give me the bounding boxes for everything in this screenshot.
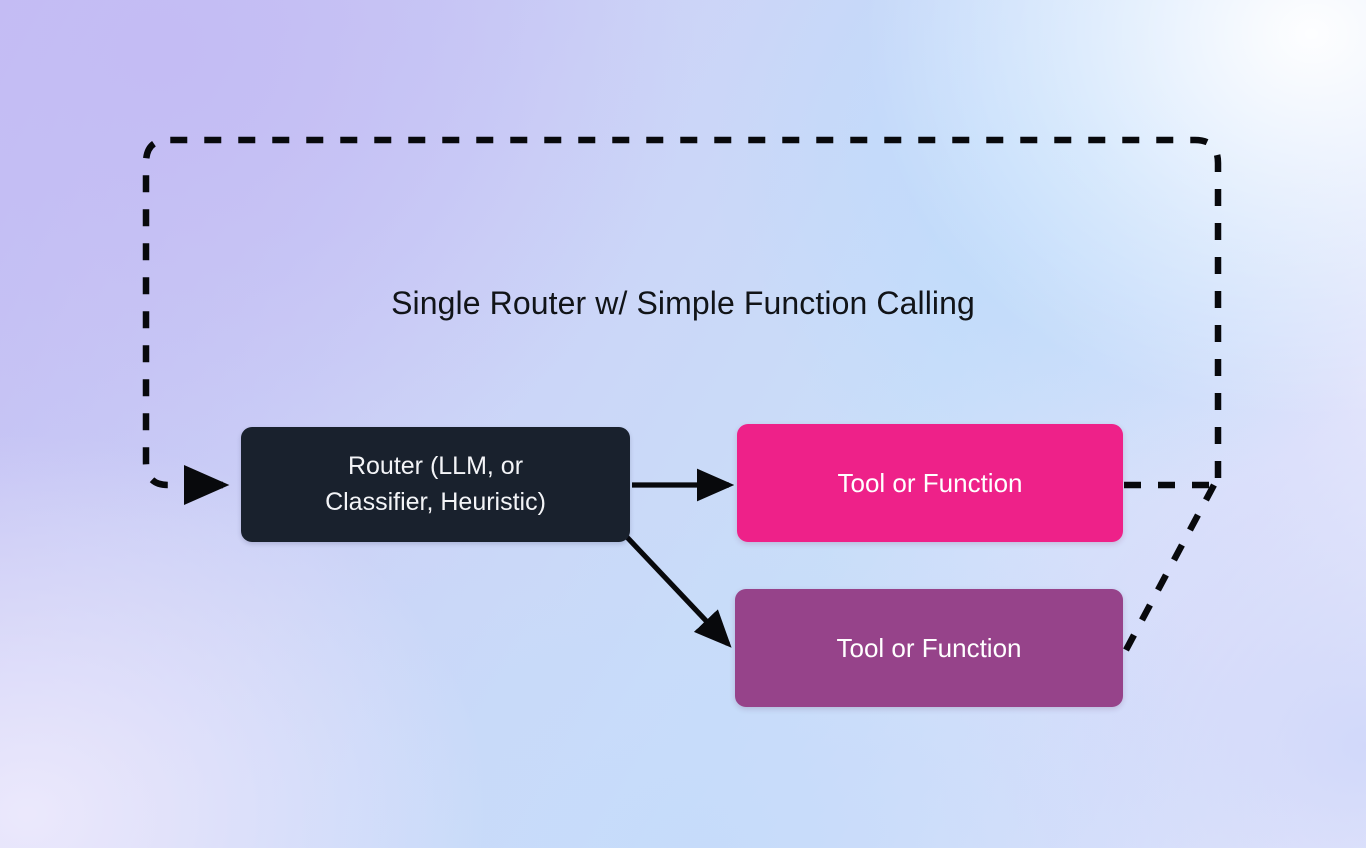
node-router-label-line-1: Router (LLM, or [347,452,524,480]
node-router-label-line-2: Classifier, Heuristic) [325,487,546,516]
node-router[interactable]: Router (LLM, or Classifier, Heuristic) [241,427,630,542]
edge-tool-secondary-to-loop [1123,481,1218,652]
edge-router-to-tool-secondary [622,532,732,648]
node-tool-secondary-label: Tool or Function [836,632,1022,663]
node-tool-secondary[interactable]: Tool or Function [735,589,1123,707]
diagram-title: Single Router w/ Simple Function Calling [391,285,975,321]
node-tool-primary[interactable]: Tool or Function [737,424,1123,542]
node-router-label: Router (LLM, or Classifier, Heuristic) [325,449,546,520]
node-tool-primary-label: Tool or Function [837,467,1023,498]
